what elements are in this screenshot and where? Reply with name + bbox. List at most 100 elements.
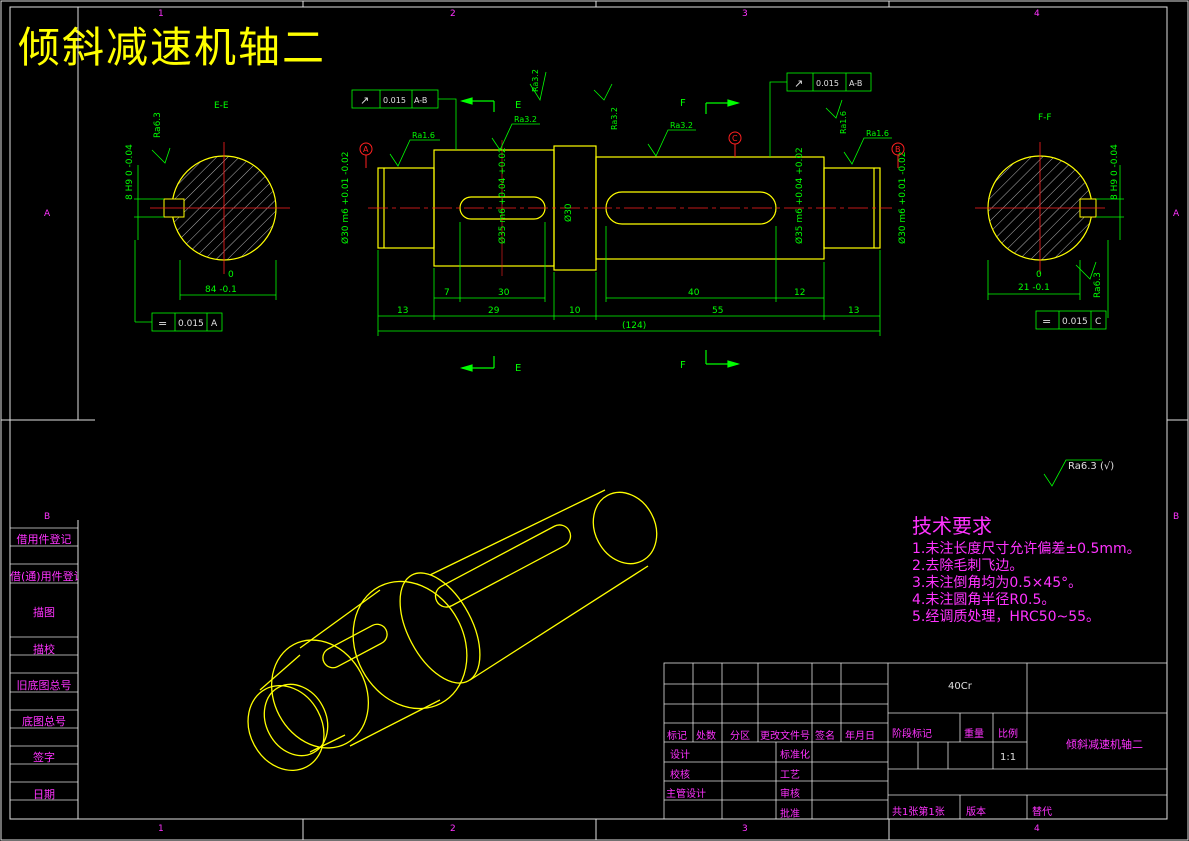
section-mark-e-bottom: E [515, 363, 521, 374]
general-roughness: Ra6.3 (√) [1043, 459, 1114, 487]
version-label: 版本 [966, 807, 986, 818]
runout-right-datum: A-B [849, 79, 862, 88]
dim-10: 10 [569, 306, 581, 316]
dim-40: 40 [688, 288, 700, 298]
left-panel-label-2: 借(通)用件登记 [10, 570, 78, 583]
weight-label: 重量 [964, 729, 984, 740]
header-cell-1: 标记 [667, 731, 687, 742]
section-e-geo-tolerance: = 0.015 A [151, 312, 223, 332]
section-e-label: E-E [214, 101, 229, 111]
column-label-2-bottom: 2 [450, 824, 456, 834]
section-e-key-tol: 8 H9 0 -0.04 [125, 144, 135, 200]
section-view-f: F-F 21 -0.1 0 8 H9 0 -0.04 Ra6.3 = 0.015… [975, 113, 1124, 330]
section-f-label: F-F [1038, 113, 1052, 123]
dim-29: 29 [488, 306, 500, 316]
section-f-roughness: Ra6.3 [1093, 272, 1103, 298]
header-cell-2: 处数 [696, 731, 716, 742]
datum-a-label: A [363, 145, 369, 154]
roughness-symbols [389, 71, 892, 167]
scale-value: 1:1 [1000, 752, 1017, 763]
dim-13-left: 13 [397, 306, 408, 316]
tech-requirement-1: 1.未注长度尺寸允许偏差±0.5mm。 [912, 541, 1141, 557]
row-review: 审核 [780, 789, 800, 800]
tech-requirement-2: 2.去除毛刺飞边。 [912, 558, 1024, 574]
column-label-2: 2 [450, 9, 456, 19]
left-panel-label-3: 描图 [33, 606, 55, 619]
roughness-right-key: Ra3.2 [670, 121, 693, 130]
header-cell-4: 更改文件号 [760, 731, 810, 742]
tech-requirement-3: 3.未注倒角均为0.5×45°。 [912, 575, 1083, 591]
runout-left-value: 0.015 [383, 96, 406, 105]
row-chief-design: 主管设计 [666, 789, 706, 800]
section-mark-f-bottom: F [680, 360, 686, 371]
section-f-tol-value: 0.015 [1062, 317, 1088, 327]
diameter-shoulder: Ø30 [563, 203, 574, 222]
section-e-tol-datum: A [211, 319, 218, 329]
roughness-left-key: Ra3.2 [514, 115, 537, 124]
runout-right-symbol: ↗ [794, 77, 803, 90]
datum-c-label: C [732, 134, 738, 143]
section-mark-f-top: F [680, 98, 686, 109]
datum-markers: A C B [359, 131, 905, 168]
runout-left-symbol: ↗ [360, 94, 369, 107]
technical-requirements: 技术要求 1.未注长度尺寸允许偏差±0.5mm。 2.去除毛刺飞边。 3.未注倒… [912, 510, 1141, 626]
dim-30: 30 [498, 288, 510, 298]
shaft-front-view: 13 7 30 29 10 40 55 12 13 (124) Ø30 m6 +… [340, 69, 908, 374]
left-panel-label-5: 旧底图总号 [16, 679, 72, 692]
general-roughness-value: Ra6.3 (√) [1068, 461, 1114, 472]
section-e-tol-symbol: = [158, 317, 167, 330]
material-value: 40Cr [948, 681, 972, 692]
row-label-b-right: B [1173, 512, 1179, 522]
shaft-isometric-view [247, 489, 658, 772]
dim-total: (124) [622, 321, 646, 331]
stage-label: 阶段标记 [892, 729, 932, 740]
runout-left-datum: A-B [414, 96, 427, 105]
tech-requirement-4: 4.未注圆角半径R0.5。 [912, 592, 1056, 608]
dim-55: 55 [712, 306, 723, 316]
runout-right-value: 0.015 [816, 79, 839, 88]
scale-label: 比例 [998, 729, 1018, 740]
roughness-left-journal: Ra1.6 [412, 131, 435, 140]
title-block-grid [663, 662, 1168, 820]
section-f-tol-symbol: = [1042, 315, 1051, 328]
left-panel-label-6: 底图总号 [22, 715, 66, 728]
column-label-1: 1 [158, 9, 164, 19]
left-panel-label-7: 签字 [33, 751, 55, 764]
dim-7: 7 [444, 288, 450, 298]
diameter-left-key-section: Ø35 m6 +0.04 +0.02 [497, 147, 508, 244]
header-cell-6: 年月日 [845, 731, 875, 742]
section-f-bottom-tol: 0 [1036, 270, 1042, 280]
section-e-width-dim: 84 -0.1 [205, 285, 237, 295]
column-label-4-bottom: 4 [1034, 824, 1040, 834]
dim-13-right: 13 [848, 306, 859, 316]
column-label-3-bottom: 3 [742, 824, 748, 834]
tech-requirements-heading: 技术要求 [912, 514, 992, 538]
row-process: 工艺 [780, 770, 800, 781]
runout-tolerance-right: ↗ 0.015 A-B [769, 72, 872, 157]
section-e-bottom-tol: 0 [228, 270, 234, 280]
section-f-geo-tolerance: = 0.015 C [1035, 310, 1107, 330]
column-label-4: 4 [1034, 9, 1040, 19]
section-f-tol-datum: C [1095, 317, 1101, 327]
roughness-right-shoulder: Ra1.6 [839, 111, 848, 134]
roughness-shoulder-top: Ra3.2 [531, 69, 540, 92]
drawing-title: 倾斜减速机轴二 [18, 23, 327, 72]
row-standard: 标准化 [780, 750, 810, 761]
column-label-3: 3 [742, 9, 748, 19]
column-label-1-bottom: 1 [158, 824, 164, 834]
datum-b-label: B [895, 145, 901, 154]
dim-12: 12 [794, 288, 805, 298]
roughness-right-journal: Ra1.6 [866, 129, 889, 138]
roughness-shoulder-face: Ra3.2 [610, 107, 619, 130]
row-label-a: A [44, 209, 51, 219]
left-panel-grid [10, 527, 78, 801]
diameter-left-journal: Ø30 m6 +0.01 -0.02 [340, 152, 351, 244]
replace-label: 替代 [1032, 807, 1052, 818]
section-e-roughness: Ra6.3 [153, 112, 163, 138]
diameter-right-key-section: Ø35 m6 +0.04 +0.02 [794, 147, 805, 244]
row-label-a-right: A [1173, 209, 1180, 219]
tech-requirement-5: 5.经调质处理，HRC50~55。 [912, 609, 1101, 625]
section-e-tol-value: 0.015 [178, 319, 204, 329]
row-label-b: B [44, 512, 50, 522]
